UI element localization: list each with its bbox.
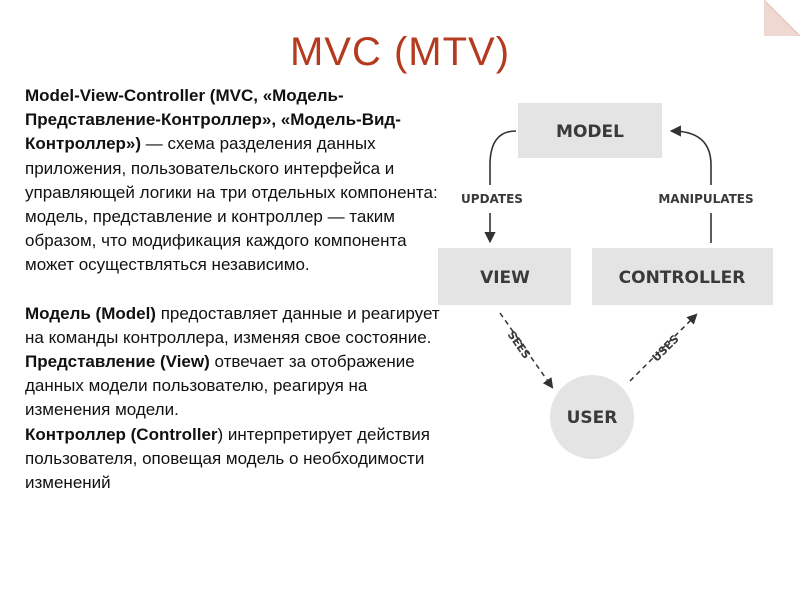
updates-label: UPDATES: [461, 192, 523, 206]
view-label: VIEW: [480, 268, 530, 288]
sees-label: SEES: [505, 329, 533, 362]
intro-paragraph: Model-View-Controller (MVC, «Модель-Пред…: [25, 84, 450, 278]
updates-arrow: [490, 130, 517, 241]
model-bold: Модель (Model): [25, 303, 156, 323]
view-bold: Представление (View): [25, 352, 210, 372]
controller-bold: Контроллер (Controller: [25, 424, 218, 444]
sees-arrow: [499, 312, 554, 389]
description-text: Model-View-Controller (MVC, «Модель-Пред…: [25, 84, 450, 495]
manipulates-arrow: [672, 131, 712, 243]
view-paragraph: Представление (View) отвечает за отображ…: [25, 350, 450, 423]
paragraph-gap: [25, 278, 450, 302]
mvc-diagram: MODEL VIEW CONTROLLER USER UPDATES MANIP…: [430, 85, 800, 470]
uses-label: USES: [650, 332, 682, 364]
slide-title: MVC (MTV): [289, 30, 511, 74]
controller-label: CONTROLLER: [619, 268, 746, 288]
manipulates-label: MANIPULATES: [658, 192, 753, 206]
model-rest: предоставляет данные и реагирует на кома…: [25, 303, 440, 347]
page-corner-fold: [764, 0, 800, 36]
model-paragraph: Модель (Model) предоставляет данные и ре…: [25, 302, 450, 350]
intro-bold: Model-View-Controller (MVC, «Модель-Пред…: [25, 86, 401, 154]
user-label: USER: [567, 408, 618, 428]
controller-paragraph: Контроллер (Controller) интерпретирует д…: [25, 423, 450, 496]
controller-rest: ) интерпретирует действия пользователя, …: [25, 424, 430, 493]
model-box: [518, 103, 662, 158]
view-rest: отвечает за отображение данных модели по…: [25, 352, 415, 420]
view-box: [438, 248, 571, 305]
intro-rest: — схема разделения данных приложения, по…: [25, 134, 438, 275]
user-circle: [550, 375, 634, 459]
controller-box: [592, 248, 773, 305]
model-label: MODEL: [556, 122, 624, 142]
uses-arrow: [629, 313, 698, 382]
